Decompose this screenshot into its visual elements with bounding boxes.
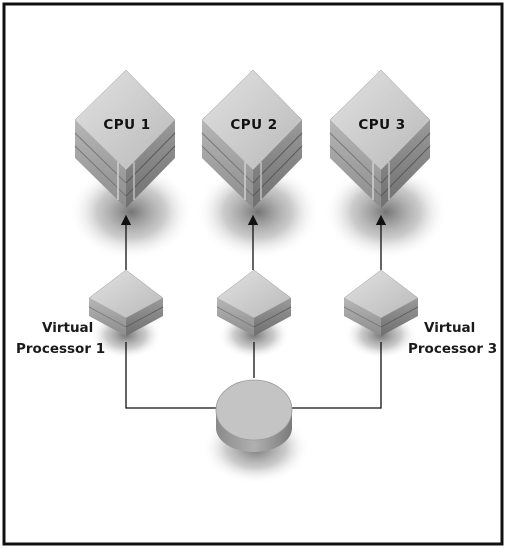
cpu-1-label: CPU 1 xyxy=(103,117,150,133)
vp-3-label-line1: Virtual xyxy=(424,320,475,336)
virtual-processor-3-block xyxy=(343,269,419,336)
cpu-1-block xyxy=(74,69,176,208)
cpu-3-label: CPU 3 xyxy=(358,117,405,133)
vp-3-label-line2: Processor 3 xyxy=(408,341,497,357)
connector-hub-to-vp3 xyxy=(292,342,382,409)
virtual-processor-1-block xyxy=(88,269,164,336)
cpu-2-label: CPU 2 xyxy=(230,117,277,133)
cpu-2-block xyxy=(201,69,303,208)
connector-hub-to-vp1 xyxy=(125,342,216,409)
cpu-2-shadow xyxy=(196,164,320,260)
cpu-3-shadow xyxy=(324,164,448,260)
cpu-1-shadow xyxy=(69,164,193,260)
vp-1-label-line1: Virtual xyxy=(42,320,93,336)
cpu-3-block xyxy=(329,69,431,208)
virtual-processor-2-block xyxy=(216,269,292,336)
vp-1-label-line2: Processor 1 xyxy=(16,341,105,357)
hub-disk xyxy=(215,379,293,452)
